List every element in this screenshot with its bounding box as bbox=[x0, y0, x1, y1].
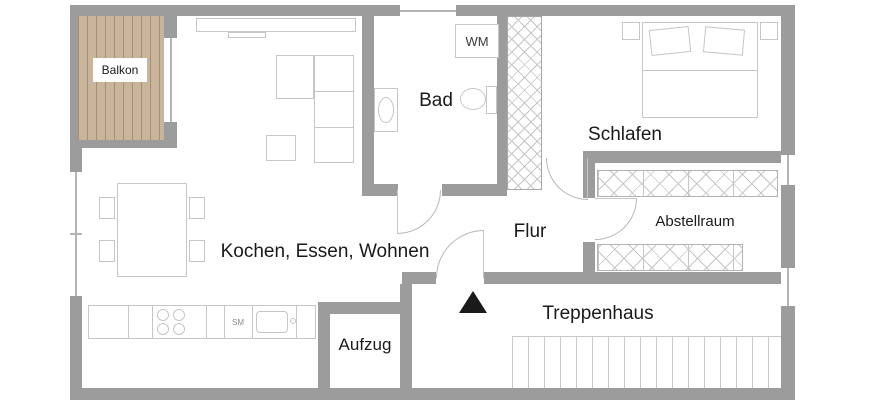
hall-divider-wall-b bbox=[484, 272, 781, 284]
window-right-top bbox=[781, 155, 795, 185]
balcony-door bbox=[164, 38, 177, 122]
window-mullion bbox=[787, 155, 789, 185]
washing-machine: WM bbox=[455, 24, 499, 58]
elevator-right-wall bbox=[400, 284, 412, 388]
bathroom-door-leaf bbox=[397, 190, 398, 234]
storage-door-leaf bbox=[595, 198, 637, 199]
chair bbox=[99, 240, 115, 262]
faucet-icon bbox=[290, 318, 296, 324]
bedroom-bottom-wall bbox=[590, 151, 781, 163]
wall-left-upper bbox=[70, 148, 82, 172]
stove-burner-icon bbox=[157, 309, 169, 321]
balcony-rail bbox=[70, 140, 164, 148]
stairs bbox=[512, 336, 781, 388]
sink bbox=[256, 311, 288, 333]
room-label-schlafen: Schlafen bbox=[588, 124, 662, 145]
wall-right-lower bbox=[781, 306, 795, 400]
window-mullion bbox=[400, 9, 456, 12]
sofa bbox=[314, 55, 354, 163]
window-mullion bbox=[169, 38, 172, 122]
pillow bbox=[648, 25, 692, 57]
bathroom-bottom-wall-a bbox=[362, 184, 398, 196]
window-top bbox=[400, 5, 456, 16]
elevator-left-wall bbox=[318, 302, 330, 388]
room-label-abstellraum: Abstellraum bbox=[655, 213, 735, 230]
window-mullion bbox=[787, 268, 789, 306]
window-right-bottom bbox=[781, 268, 795, 306]
storage-shelf bbox=[597, 244, 743, 271]
entrance-triangle-icon bbox=[459, 291, 487, 313]
toilet-bowl bbox=[460, 88, 486, 110]
washing-machine-label: WM bbox=[465, 33, 489, 49]
room-label-aufzug: Aufzug bbox=[338, 335, 392, 354]
stove-burner-icon bbox=[157, 323, 169, 335]
installation-shaft bbox=[507, 16, 542, 190]
window-mullion bbox=[70, 233, 82, 235]
coffee-table bbox=[266, 135, 296, 161]
wall-bottom bbox=[70, 388, 795, 400]
blanket-line bbox=[642, 70, 758, 71]
room-label-treppenhaus: Treppenhaus bbox=[542, 303, 654, 324]
toilet-tank bbox=[486, 86, 497, 114]
chair bbox=[189, 197, 205, 219]
tv bbox=[228, 32, 266, 38]
nightstand bbox=[622, 22, 640, 40]
room-label-flur: Flur bbox=[513, 221, 547, 242]
dining-table bbox=[117, 183, 187, 277]
entry-door-leaf bbox=[483, 230, 484, 278]
balcony-divider-wall-upper bbox=[164, 5, 177, 38]
chair bbox=[99, 197, 115, 219]
bathroom-bottom-wall-b bbox=[442, 184, 507, 196]
stove-burner-icon bbox=[173, 323, 185, 335]
wall-left-lower bbox=[70, 296, 82, 400]
bathroom-right-wall bbox=[497, 16, 507, 188]
counter-divider bbox=[252, 306, 253, 338]
balcony-divider-wall-lower bbox=[164, 122, 177, 148]
elevator-top-wall bbox=[318, 302, 412, 314]
pillow bbox=[702, 26, 746, 56]
room-label-balkon: Balkon bbox=[93, 58, 147, 82]
counter-divider bbox=[128, 306, 129, 338]
wall-right-upper bbox=[781, 5, 795, 155]
counter-divider bbox=[224, 306, 225, 338]
sideboard bbox=[196, 18, 356, 32]
nightstand bbox=[760, 22, 778, 40]
sofa-cushion-line bbox=[315, 127, 353, 128]
sofa-cushion-line bbox=[315, 91, 353, 92]
window-left bbox=[70, 172, 82, 296]
chair bbox=[189, 240, 205, 262]
counter-divider bbox=[152, 306, 153, 338]
hall-divider-wall-a bbox=[402, 272, 436, 284]
counter-divider bbox=[296, 306, 297, 338]
bedroom-door-arc bbox=[546, 158, 588, 200]
washbasin-bowl bbox=[378, 97, 394, 123]
dishwasher-label: SM bbox=[232, 318, 244, 327]
room-label-bad: Bad bbox=[419, 90, 453, 111]
wall-right-middle bbox=[781, 185, 795, 268]
room-label-wohnen: Kochen, Essen, Wohnen bbox=[220, 241, 430, 262]
armchair bbox=[276, 55, 314, 99]
counter-divider bbox=[206, 306, 207, 338]
storage-shelf bbox=[597, 170, 778, 197]
bathroom-left-wall bbox=[362, 16, 374, 188]
bathroom-door-arc bbox=[397, 190, 441, 234]
stove-burner-icon bbox=[173, 309, 185, 321]
bedroom-door-leaf bbox=[587, 158, 588, 200]
balcony-left-wall bbox=[70, 5, 78, 148]
